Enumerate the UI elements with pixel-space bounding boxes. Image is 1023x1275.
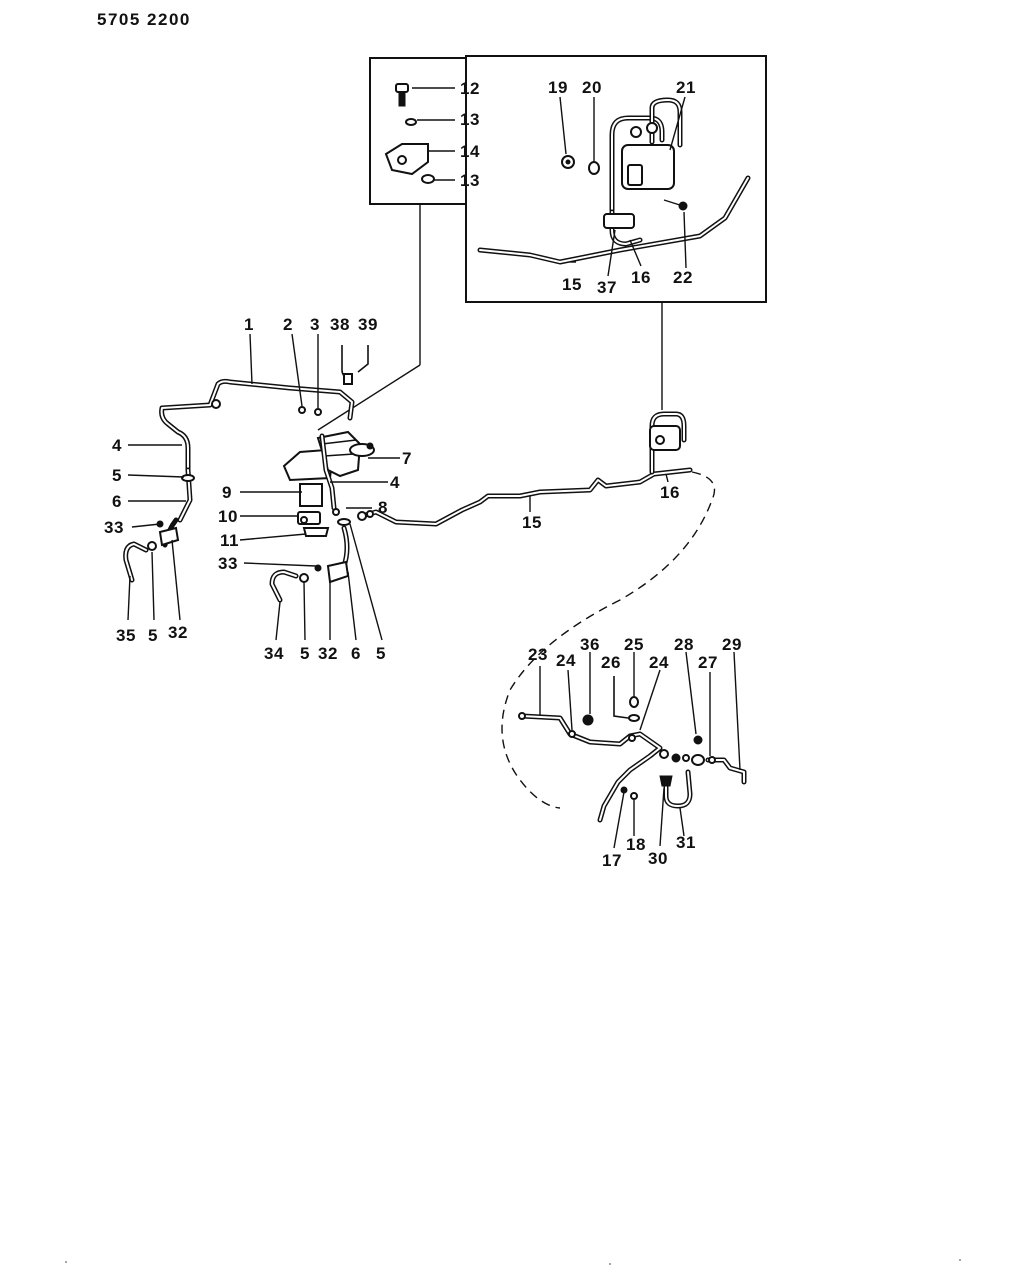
callout-19: 19 [548,78,568,97]
callout-28: 28 [674,635,694,654]
rear-brake-lines [518,696,747,823]
scan-speck [65,1261,67,1263]
callout-18: 18 [626,835,646,854]
diagram-part-number: 5705 2200 [97,10,191,29]
master-cylinder [282,430,375,482]
callout-31: 31 [676,833,696,852]
front-brake-lines [123,378,693,603]
callout-22: 22 [673,268,693,287]
callout-1: 1 [244,315,254,334]
callout-33-center: 33 [218,554,238,573]
callout-12: 12 [460,79,480,98]
callout-10: 10 [218,507,238,526]
bracket-part-11 [302,527,330,537]
callout-17: 17 [602,851,622,870]
washer-part-13 [405,118,417,126]
callout-3: 3 [310,315,320,334]
callout-5-lower-left: 5 [148,626,158,645]
callout-36: 36 [580,635,600,654]
callout-5-center: 5 [300,644,310,663]
scan-speck [959,1259,961,1261]
callout-16-inset: 16 [631,268,651,287]
callout-33-left: 33 [104,518,124,537]
callout-6-left: 6 [112,492,122,511]
callout-15-main: 15 [522,513,542,532]
callout-5-left: 5 [112,466,122,485]
callout-7: 7 [402,449,412,468]
inset-box-bracket [369,57,467,205]
callout-13-lower: 13 [460,171,480,190]
callout-14: 14 [460,142,480,161]
callout-21: 21 [676,78,696,97]
scan-speck [609,1263,611,1265]
callout-30: 30 [648,849,668,868]
callout-4-right: 4 [390,473,400,492]
callout-27: 27 [698,653,718,672]
callout-2: 2 [283,315,293,334]
callout-39: 39 [358,315,378,334]
callout-9: 9 [222,483,232,502]
callout-32-left: 32 [168,623,188,642]
proportioning-valve-main [649,411,687,475]
bolt-part-12 [395,83,409,107]
callout-20: 20 [582,78,602,97]
rear-leaders [539,651,741,849]
callout-23: 23 [528,645,548,664]
callout-24-right: 24 [649,653,669,672]
callout-24-left: 24 [556,651,576,670]
washer-part-13-lower [421,174,435,184]
callout-34: 34 [264,644,284,663]
callout-35: 35 [116,626,136,645]
callout-32-center: 32 [318,644,338,663]
callout-25: 25 [624,635,644,654]
callout-8: 8 [378,498,388,517]
callout-29: 29 [722,635,742,654]
callout-26: 26 [601,653,621,672]
plug-part-20 [588,161,600,175]
callout-16-main: 16 [660,483,680,502]
callout-5-right: 5 [376,644,386,663]
inset-box-valve [465,55,767,303]
spring-part-9 [299,483,323,507]
callout-6-center: 6 [351,644,361,663]
callout-11: 11 [220,531,239,550]
callout-38: 38 [330,315,350,334]
block-part-14 [384,143,429,176]
callout-13: 13 [460,110,480,129]
callout-37: 37 [597,278,617,297]
main-leaders [127,333,669,641]
callout-4-left: 4 [112,436,122,455]
callout-15-inset: 15 [562,275,582,294]
